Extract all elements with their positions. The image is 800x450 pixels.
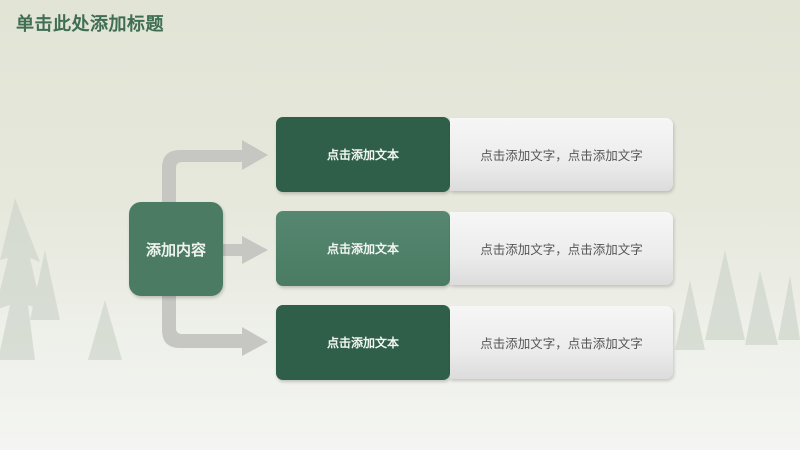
row-1: 点击添加文本 点击添加文字，点击添加文字	[276, 117, 673, 192]
arrow-up-icon	[162, 140, 268, 205]
connector-arrows	[162, 140, 268, 356]
pine-trees-right	[675, 250, 800, 350]
row-text-box[interactable]: 点击添加文字，点击添加文字	[450, 118, 673, 191]
row-3: 点击添加文本 点击添加文字，点击添加文字	[276, 305, 673, 380]
arrow-down-icon	[162, 296, 268, 356]
arrow-right-icon	[223, 236, 268, 264]
center-box[interactable]: 添加内容	[129, 202, 223, 296]
slide-title[interactable]: 单击此处添加标题	[16, 14, 164, 35]
row-2: 点击添加文本 点击添加文字，点击添加文字	[276, 211, 673, 286]
row-text-box[interactable]: 点击添加文字，点击添加文字	[450, 306, 673, 379]
row-text-box[interactable]: 点击添加文字，点击添加文字	[450, 212, 673, 285]
row-label-box[interactable]: 点击添加文本	[276, 117, 450, 192]
row-label-box[interactable]: 点击添加文本	[276, 211, 450, 286]
pine-trees-left	[0, 198, 122, 360]
row-label-box[interactable]: 点击添加文本	[276, 305, 450, 380]
